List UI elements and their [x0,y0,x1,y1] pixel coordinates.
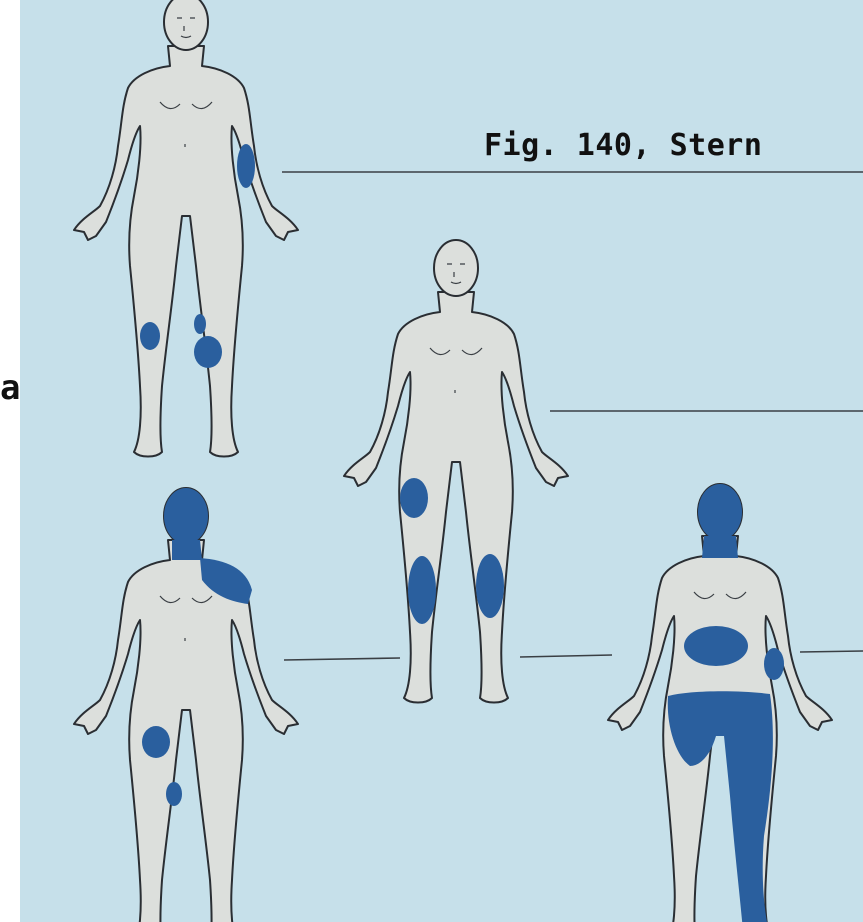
body-figure-2 [344,240,568,703]
lesion-patch [476,554,504,618]
leader-line-3 [284,658,400,660]
lesion-patch [400,478,428,518]
lesion-patch [140,322,160,350]
lesion-patch [164,488,208,544]
lesion-patch [237,144,255,188]
lesion-patch [684,626,748,666]
edge-glyph: a [0,368,20,408]
body-figure-4 [608,484,832,922]
lesion-patch [698,484,742,540]
figure-caption: Fig. 140, Stern [484,128,762,163]
lesion-patch [142,726,170,758]
lesion-patch [702,536,738,558]
lesion-patch [194,336,222,368]
leader-line-4 [800,651,863,652]
body-figure-3 [74,488,298,922]
leader-line-3b [520,655,612,657]
lesion-patch [764,648,784,680]
lesion-patch [166,782,182,806]
lesion-patch [408,556,436,624]
body-figure-1 [74,0,298,457]
lesion-patch [194,314,206,334]
lesion-patch [172,540,202,560]
